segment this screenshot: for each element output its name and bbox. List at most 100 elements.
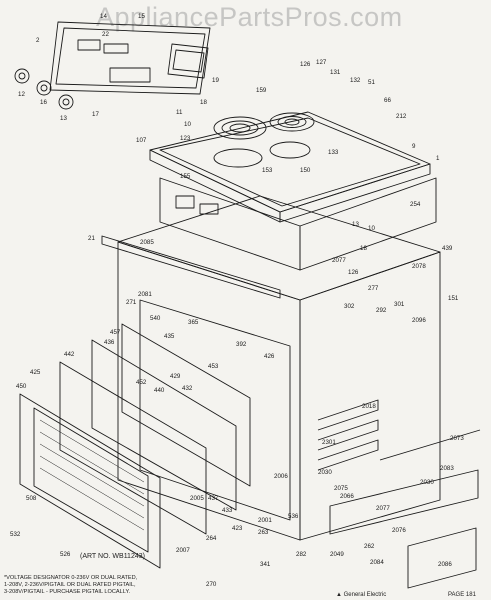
callout-label: 2096 [412,317,426,324]
callout-label: 301 [394,301,405,308]
callout-label: 2006 [274,473,288,480]
callout-label: 18 [360,245,367,252]
callout-label: 2018 [362,403,376,410]
callout-label: 2083 [440,465,454,472]
watermark: AppliancePartsPros.com [96,2,403,32]
callout-label: 365 [188,319,199,326]
callout-label: 450 [16,383,27,390]
voltage-note-line-2: 1-208V, 2-236V/PIGTAIL OR DUAL RATED PIG… [4,582,136,588]
callout-label: 17 [92,111,99,118]
callout-label: 2030 [318,469,332,476]
callout-label: 11 [176,109,183,116]
callout-label: 436 [104,339,115,346]
callout-label: 302 [344,303,355,310]
callout-label: 2077 [332,257,346,264]
callout-label: 277 [368,285,379,292]
callout-label: 439 [442,245,453,252]
callout-label: 13 [352,221,359,228]
callout-label: 22 [102,31,109,38]
callout-label: 2086 [438,561,452,568]
callout-label: 150 [300,167,311,174]
callout-label: 2085 [140,239,154,246]
callout-label: 51 [368,79,375,86]
callout-label: 440 [154,387,165,394]
callout-label: 437 [208,495,219,502]
callout-label: 526 [60,551,71,558]
callout-label: 127 [316,59,327,66]
callout-label: 133 [328,149,339,156]
callout-label: 262 [364,543,375,550]
callout-label: 425 [30,369,41,376]
callout-label: 429 [170,373,181,380]
callout-label: 151 [448,295,459,302]
callout-label: 392 [236,341,247,348]
callout-label: 2 [36,37,40,44]
callout-label: 423 [232,525,243,532]
callout-label: 453 [208,363,219,370]
control-panel [49,21,211,95]
voltage-note-line-1: *VOLTAGE DESIGNATOR 0-236V OR DUAL RATED… [4,575,138,581]
callout-label: 536 [288,513,299,520]
voltage-note-line-3: 3-208V/PIGTAIL - PURCHASE PIGTAIL LOCALL… [4,589,131,595]
callout-label: 433 [222,507,233,514]
callout-label: 131 [330,69,341,76]
callout-label: 15 [138,13,145,20]
callout-label: 2081 [138,291,152,298]
callout-label: 12 [18,91,25,98]
callout-label: 264 [206,535,217,542]
callout-label: 2084 [370,559,384,566]
oven-elements [317,399,379,471]
callout-label: 2077 [376,505,390,512]
callout-label: 66 [384,97,391,104]
range-top-housing [159,177,437,271]
callout-label: 16 [40,99,47,106]
callout-label: 532 [10,531,21,538]
callout-label: 212 [396,113,407,120]
callout-label: 10 [368,225,375,232]
callout-label: 2075 [334,485,348,492]
page-number: PAGE 181 [448,592,476,598]
callout-label: 14 [100,13,107,20]
callout-label: 132 [350,77,361,84]
callout-label: 153 [262,167,273,174]
callout-label: 2073 [450,435,464,442]
callout-label: 435 [164,333,175,340]
control-knobs [14,68,74,110]
callout-label: 2076 [392,527,406,534]
surface-burners [213,112,315,168]
callout-label: 426 [264,353,275,360]
callout-label: 2049 [330,551,344,558]
callout-label: 1 [436,155,440,162]
oven-door [19,323,251,569]
callout-label: 107 [136,137,147,144]
callout-label: 341 [260,561,271,568]
callout-label: 126 [300,61,311,68]
callout-label: 540 [150,315,161,322]
callout-label: 457 [110,329,121,336]
callout-label: 2005 [190,495,204,502]
callout-label: 159 [256,87,267,94]
callout-label: 19 [212,77,219,84]
callout-label: 2001 [258,517,272,524]
callout-label: 123 [180,135,191,142]
callout-label: 2078 [412,263,426,270]
callout-labels: 2 14 15 16 12 13 17 18 19 10 11 22 107 1… [10,13,464,588]
callout-label: 282 [296,551,307,558]
callout-label: 263 [258,529,269,536]
callout-label: 2030 [420,479,434,486]
brand-mark: ▲ General Electric [336,592,387,598]
callout-label: 126 [348,269,359,276]
callout-label: 10 [184,121,191,128]
callout-label: 452 [136,379,147,386]
callout-label: 13 [60,115,67,122]
oven-body [117,195,441,541]
callout-label: 2066 [340,493,354,500]
callout-label: 432 [182,385,193,392]
callout-label: 270 [206,581,217,588]
callout-label: 271 [126,299,137,306]
callout-label: 21 [88,235,95,242]
callout-label: 2301 [322,439,336,446]
art-number: (ART NO. WB11243) [80,553,145,560]
callout-label: 292 [376,307,387,314]
